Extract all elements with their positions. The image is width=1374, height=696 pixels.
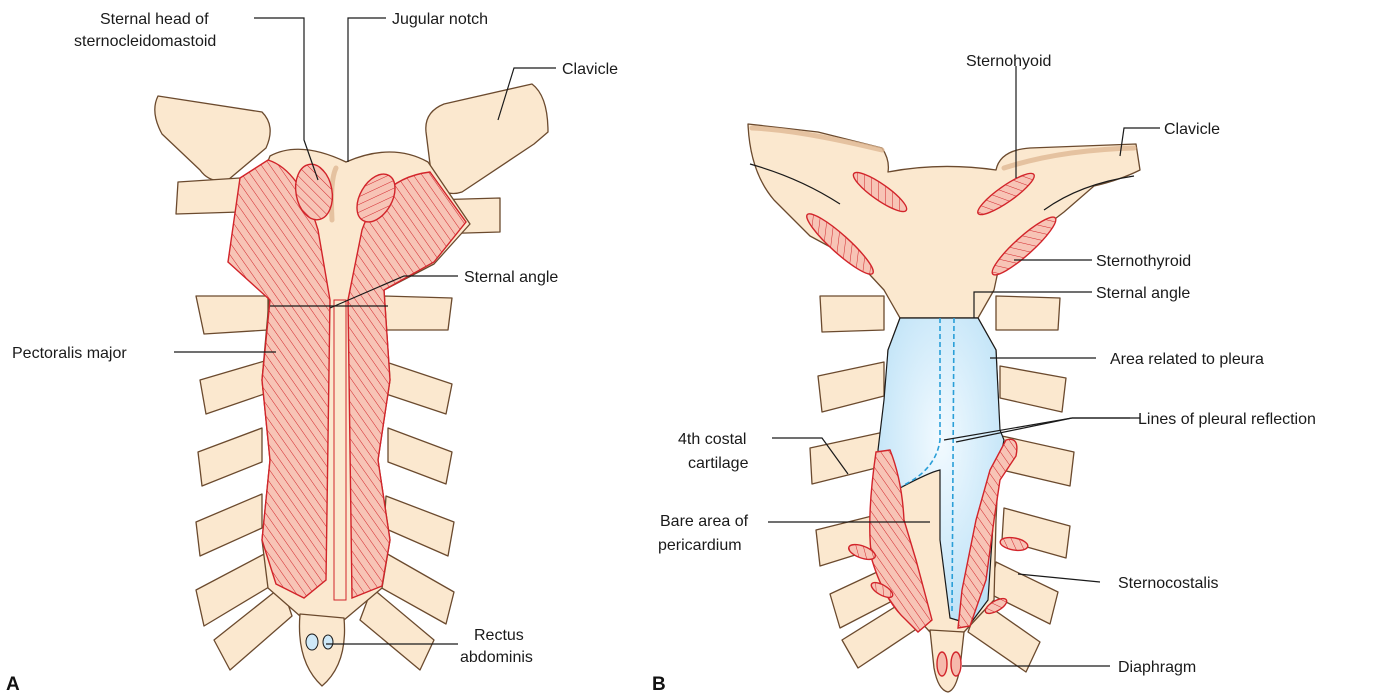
label-sternal-angle-a: Sternal angle xyxy=(464,269,558,286)
label-rectus-1: Rectus xyxy=(474,627,524,644)
rectus-attachment-right xyxy=(323,635,333,649)
label-sternal-head-2: sternocleidomastoid xyxy=(74,33,216,50)
label-area-pleura: Area related to pleura xyxy=(1110,351,1264,368)
label-pectoralis-major: Pectoralis major xyxy=(12,345,127,362)
right-clavicle-bone xyxy=(426,84,548,194)
label-sternal-angle-b: Sternal angle xyxy=(1096,285,1190,302)
label-4th-costal-2: cartilage xyxy=(688,455,749,472)
label-sternohyoid: Sternohyoid xyxy=(966,53,1051,70)
label-sternothyroid: Sternothyroid xyxy=(1096,253,1191,270)
label-diaphragm: Diaphragm xyxy=(1118,659,1196,676)
label-jugular-notch: Jugular notch xyxy=(392,11,488,28)
label-clavicle-b: Clavicle xyxy=(1164,121,1220,138)
label-lines-reflection: Lines of pleural reflection xyxy=(1138,411,1316,428)
xiphoid-a xyxy=(299,614,344,686)
left-clavicle-bone xyxy=(155,96,270,181)
label-bare-area-1: Bare area of xyxy=(660,513,749,530)
diaphragm-attachment-right xyxy=(951,652,961,676)
label-sternal-head-1: Sternal head of xyxy=(100,11,209,28)
panel-label-a: A xyxy=(6,674,20,695)
rectus-attachment-left xyxy=(306,634,318,650)
label-rectus-2: abdominis xyxy=(460,649,533,666)
label-4th-costal-1: 4th costal xyxy=(678,431,746,448)
panel-a-diagram xyxy=(155,18,556,686)
diaphragm-attachment-left xyxy=(937,652,947,676)
panel-label-b: B xyxy=(652,674,666,695)
label-clavicle-a: Clavicle xyxy=(562,61,618,78)
midline-strip-a xyxy=(334,300,346,600)
label-bare-area-2: pericardium xyxy=(658,537,742,554)
panel-b-diagram xyxy=(748,66,1160,692)
label-sternocostalis: Sternocostalis xyxy=(1118,575,1219,592)
